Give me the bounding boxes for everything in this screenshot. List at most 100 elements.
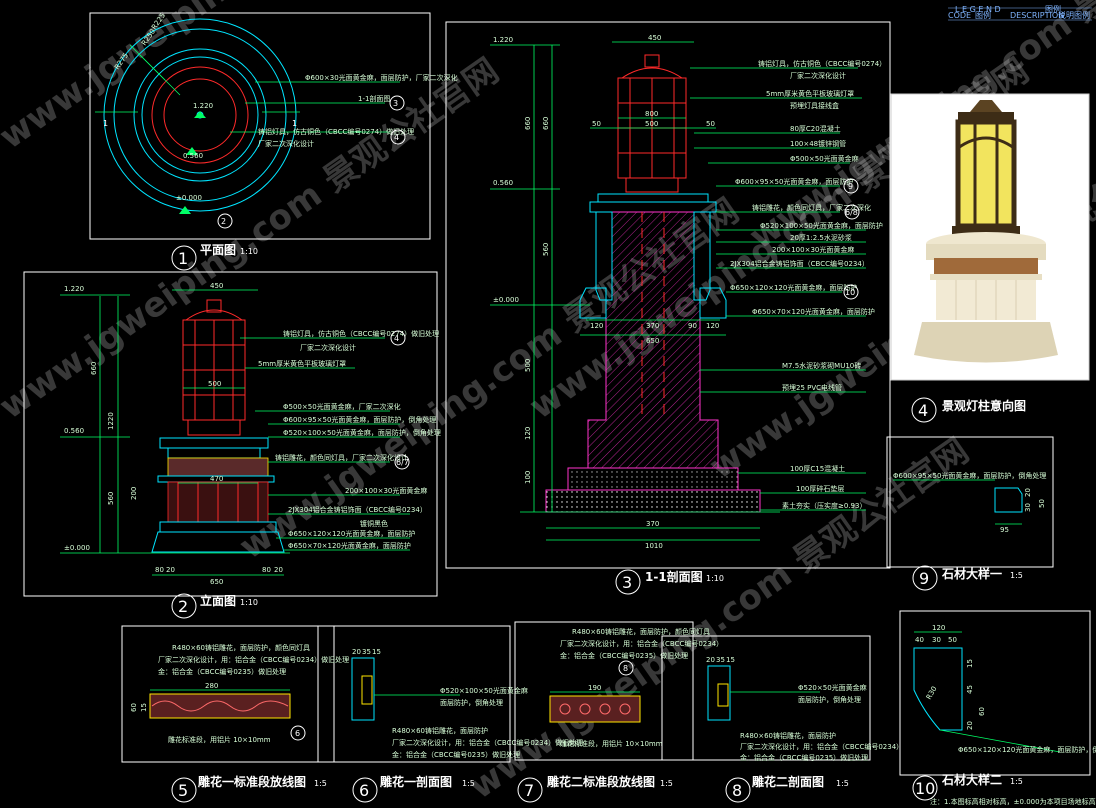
panel-number-5: 5: [178, 781, 188, 800]
sect-note-13: Φ650×120×120光面黄金麻，面层防护: [730, 283, 857, 292]
plan-level-mid: 0.560: [183, 152, 203, 160]
d9-dim-h2: 30: [1024, 503, 1032, 512]
elev-dim-d: 20: [274, 566, 283, 574]
panel-title-4: 景观灯柱意向图: [942, 398, 1026, 413]
panel-scale-3: 1:10: [706, 574, 724, 583]
d9-dim-w: 95: [1000, 526, 1009, 534]
elev-dim-450: 450: [210, 282, 223, 290]
sect-dim-50b: 50: [706, 120, 715, 128]
d6-d1: 35: [362, 648, 371, 656]
panel-scale-9: 1:5: [1010, 571, 1023, 580]
legend-header: L E G E N D 图例 CODE 图例 DESCRIPTION 说明图例: [948, 4, 1092, 21]
panel-number-6: 6: [359, 781, 369, 800]
d8-n1: 厂家二次深化设计，用：铝合金（CBCC编号0234）: [740, 742, 903, 751]
sect-level-top: 1.220: [493, 36, 513, 44]
sect-note-19: 素土夯实（压实度≥0.93）: [782, 501, 866, 510]
sect-note-7: Φ600×95×50光面黄金麻，面层防护: [735, 177, 853, 186]
legend-code: CODE: [948, 11, 971, 20]
d8-note: Φ520×50光面黄金麻: [798, 683, 867, 692]
sect-dim-h560: 560: [542, 243, 550, 256]
elev-note-0: 铸铝灯具，仿古铜色（CBCC编号0274）做旧处理: [283, 329, 439, 338]
panel-number-4: 4: [918, 401, 928, 420]
d7-foot: 雕花标准段，用铝片 10×10mm: [560, 739, 663, 748]
sect-dim-h100: 100: [524, 471, 532, 484]
panel-scale-7: 1:5: [660, 779, 673, 788]
d8-n2: 金：铝合金（CBCC编号0235）做旧处理: [740, 753, 868, 762]
panel-detail-8: 20 35 15 Φ520×50光面黄金麻 面层防护，倒角处理 R480×60铸…: [661, 635, 903, 803]
d5-n2: 金：铝合金（CBCC编号0235）做旧处理: [158, 667, 286, 676]
d6-note: Φ520×100×50光面黄金麻: [440, 686, 528, 695]
panel-scale-6: 1:5: [462, 779, 475, 788]
panel-plan: 1 1 R225 R250 R275 1.220 0.560 ±0.000 Φ6…: [89, 12, 458, 271]
d5-foot: 雕花标准段，用铝片 10×10mm: [168, 735, 271, 744]
sect-dim-h660: 660: [524, 117, 532, 130]
elev-level-base: ±0.000: [64, 544, 90, 552]
sect-note-17: 100厚C15混凝土: [790, 464, 845, 473]
elev-dim-500: 500: [208, 380, 221, 388]
sect-level-mid: 0.560: [493, 179, 513, 187]
sheet-footnote: 注：1.本图标高相对标高，±0.000为本项目场地标高。: [930, 797, 1096, 806]
elev-dim-a: 80: [155, 566, 164, 574]
elev-dim-h560: 560: [107, 492, 115, 505]
panel-detail-9: Φ600×95×50光面黄金麻，面层防护，倒角处理 95 20 30 50 9 …: [886, 436, 1054, 591]
sect-tag-10: 10: [845, 288, 855, 297]
plan-tag-2: 2: [221, 217, 226, 226]
panel-title-5: 雕花一标准段放线图: [198, 774, 306, 789]
sect-note-4: 80厚C20混凝土: [790, 124, 841, 133]
panel-number-2: 2: [178, 597, 188, 616]
elev-dim-650: 650: [210, 578, 223, 586]
panel-detail-6: 20 35 15 Φ520×100×50光面黄金麻 面层防护，倒角处理 R480…: [317, 625, 583, 803]
plan-level-top: 1.220: [193, 102, 213, 110]
panel-title-10: 石材大样二: [941, 772, 1002, 787]
d6-n1: 厂家二次深化设计，用：铝合金（CBCC编号0234）做旧处理: [392, 738, 583, 747]
sect-notes: 铸铝灯具，仿古铜色（CBCC编号0274） 厂家二次深化设计 5mm厚米黄色平板…: [690, 59, 886, 511]
panel-title-6: 雕花一剖面图: [380, 774, 452, 789]
d7-tag: 8: [623, 664, 628, 673]
elev-level-top: 1.220: [64, 285, 84, 293]
elev-note-4: Φ600×95×50光面黄金麻，面层防护，倒角处理: [283, 415, 436, 424]
legend-desc: DESCRIPTION: [1010, 11, 1064, 20]
sect-dim-800: 800: [645, 110, 658, 118]
plan-tag-3: 3: [393, 99, 398, 108]
panel-title-9: 石材大样一: [941, 566, 1002, 581]
sect-level-base: ±0.000: [493, 296, 519, 304]
panel-title-2: 立面图: [200, 593, 236, 608]
panel-scale-8: 1:5: [836, 779, 849, 788]
sect-dim-1010: 1010: [645, 542, 663, 550]
d8-d0: 20: [706, 656, 715, 664]
d10-note: Φ650×120×120光面黄金麻，面层防护，倒角处理: [958, 745, 1096, 754]
d6-note2: 面层防护，倒角处理: [440, 698, 503, 707]
panel-elevation: 450 500 470 650 80 20 80 20 660 1220 560…: [23, 271, 441, 619]
panel-title-8: 雕花二剖面图: [752, 774, 824, 789]
elev-note-9: 镀铜黑色: [360, 519, 388, 528]
sect-note-15: M7.5水泥砂浆砌MU10砖: [782, 361, 861, 370]
d5-dim-w: 280: [205, 682, 218, 690]
d10-d0: 40: [915, 636, 924, 644]
legend-title-cn: 图例: [1045, 4, 1061, 14]
d9-dim-h1: 20: [1024, 488, 1032, 497]
panel-detail-5: R480×60铸铝雕花，面层防护，颜色同灯具 厂家二次深化设计，用：铝合金（CB…: [121, 625, 349, 803]
sect-dim-500: 500: [645, 120, 658, 128]
d10-h0: 15: [966, 659, 974, 668]
elev-tag-67: 6/7: [396, 458, 409, 467]
elev-note-6: 铸铝雕花，颜色同灯具，厂家二次深化设计: [275, 453, 408, 462]
sect-note-16: 预埋25 PVC电线管: [782, 383, 842, 392]
panel-number-7: 7: [524, 781, 534, 800]
plan-note-2: 1-1剖面图: [358, 94, 390, 103]
d6-n2: 金：铝合金（CBCC编号0235）做旧处理: [392, 750, 520, 759]
d10-h2: 60: [978, 707, 986, 716]
sect-note-2: 5mm厚米黄色平板玻璃灯罩: [766, 89, 854, 98]
panel-number-1: 1: [178, 249, 188, 268]
d10-d2: 50: [948, 636, 957, 644]
panel-section: 450 800 500 50 50 120 370 90 120 650 370…: [445, 21, 891, 595]
d8-note2: 面层防护，倒角处理: [798, 695, 861, 704]
d8-r: R480×60铸铝雕花，面层防护: [740, 731, 836, 740]
elev-dim-c: 80: [262, 566, 271, 574]
elev-dim-b: 20: [166, 566, 175, 574]
elev-level-mid: 0.560: [64, 427, 84, 435]
elev-notes: 铸铝灯具，仿古铜色（CBCC编号0274）做旧处理 厂家二次深化设计 4 5mm…: [240, 329, 441, 551]
sect-note-14: Φ650×70×120光面黄金麻，面层防护: [752, 307, 875, 316]
lamp-render-image: [914, 100, 1058, 363]
sect-note-0: 铸铝灯具，仿古铜色（CBCC编号0274）: [758, 59, 886, 68]
panel-detail-7: R480×60铸铝雕花，面层防护，颜色同灯具 厂家二次深化设计，用：铝合金（CB…: [514, 621, 723, 803]
